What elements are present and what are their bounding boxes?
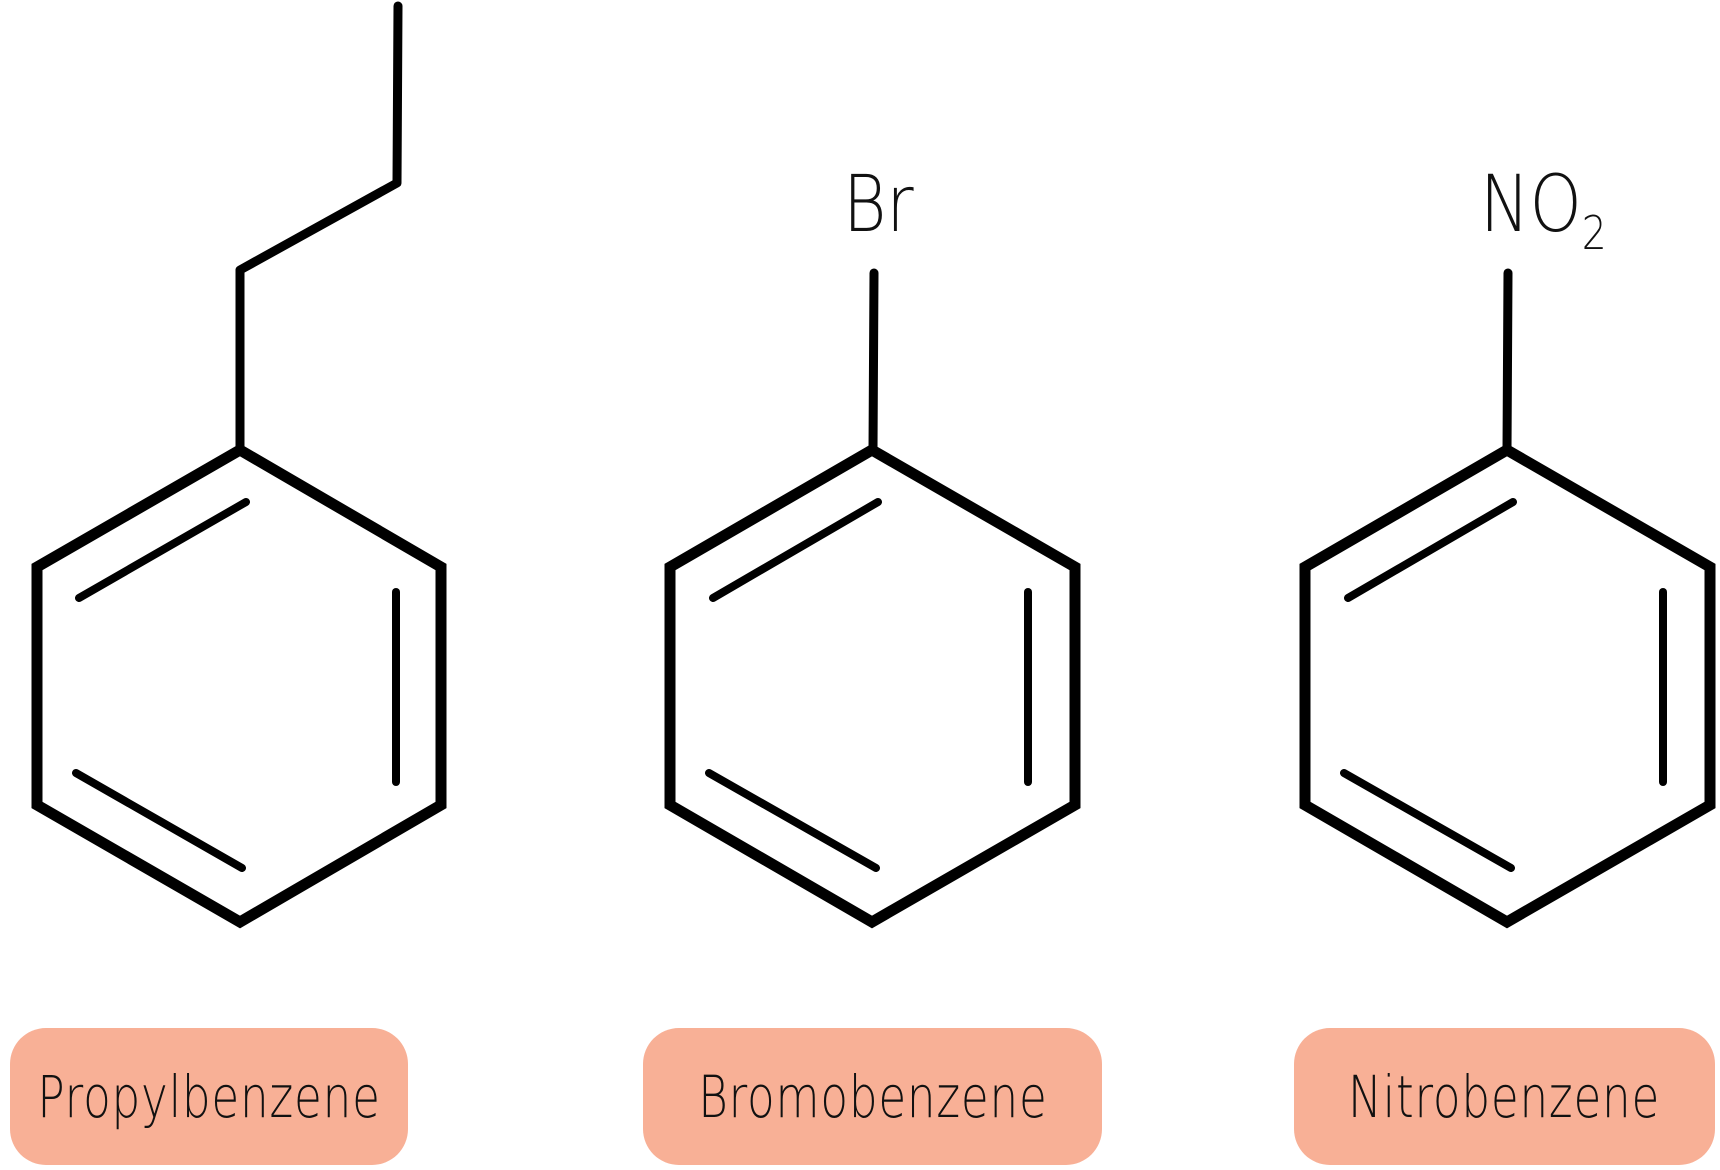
propylbenzene-label-text: Propylbenzene [37,1062,381,1131]
nitrobenzene-label-text: Nitrobenzene [1348,1062,1661,1131]
benzene-ring [31,443,447,929]
bromine-symbol: Br [843,160,914,250]
benzene-ring [664,443,1081,929]
double-bond [1344,498,1517,602]
c-br-bond [868,268,879,455]
double-bond [72,769,246,872]
nitrobenzene-structure [1299,268,1716,929]
propyl-chain [235,1,403,455]
double-bond [1340,769,1515,872]
benzene-ring [1299,443,1716,929]
double-bond [709,498,882,602]
propylbenzene-label: Propylbenzene [10,1028,408,1165]
c-n-bond [1502,268,1513,455]
nitro-label: NO2 [1480,166,1629,256]
bromobenzene-structure [664,268,1081,929]
nitro-subscript: 2 [1581,206,1607,260]
nitrobenzene-label: Nitrobenzene [1294,1028,1715,1165]
bromobenzene-label: Bromobenzene [643,1028,1102,1165]
nitro-symbol: NO2 [1480,166,1607,256]
double-bond [705,769,880,872]
propylbenzene-structure [31,1,447,929]
bromobenzene-label-text: Bromobenzene [697,1062,1048,1131]
double-bond [75,498,250,602]
bromine-label: Br [843,166,926,244]
nitro-symbol-main: NO [1480,160,1582,250]
